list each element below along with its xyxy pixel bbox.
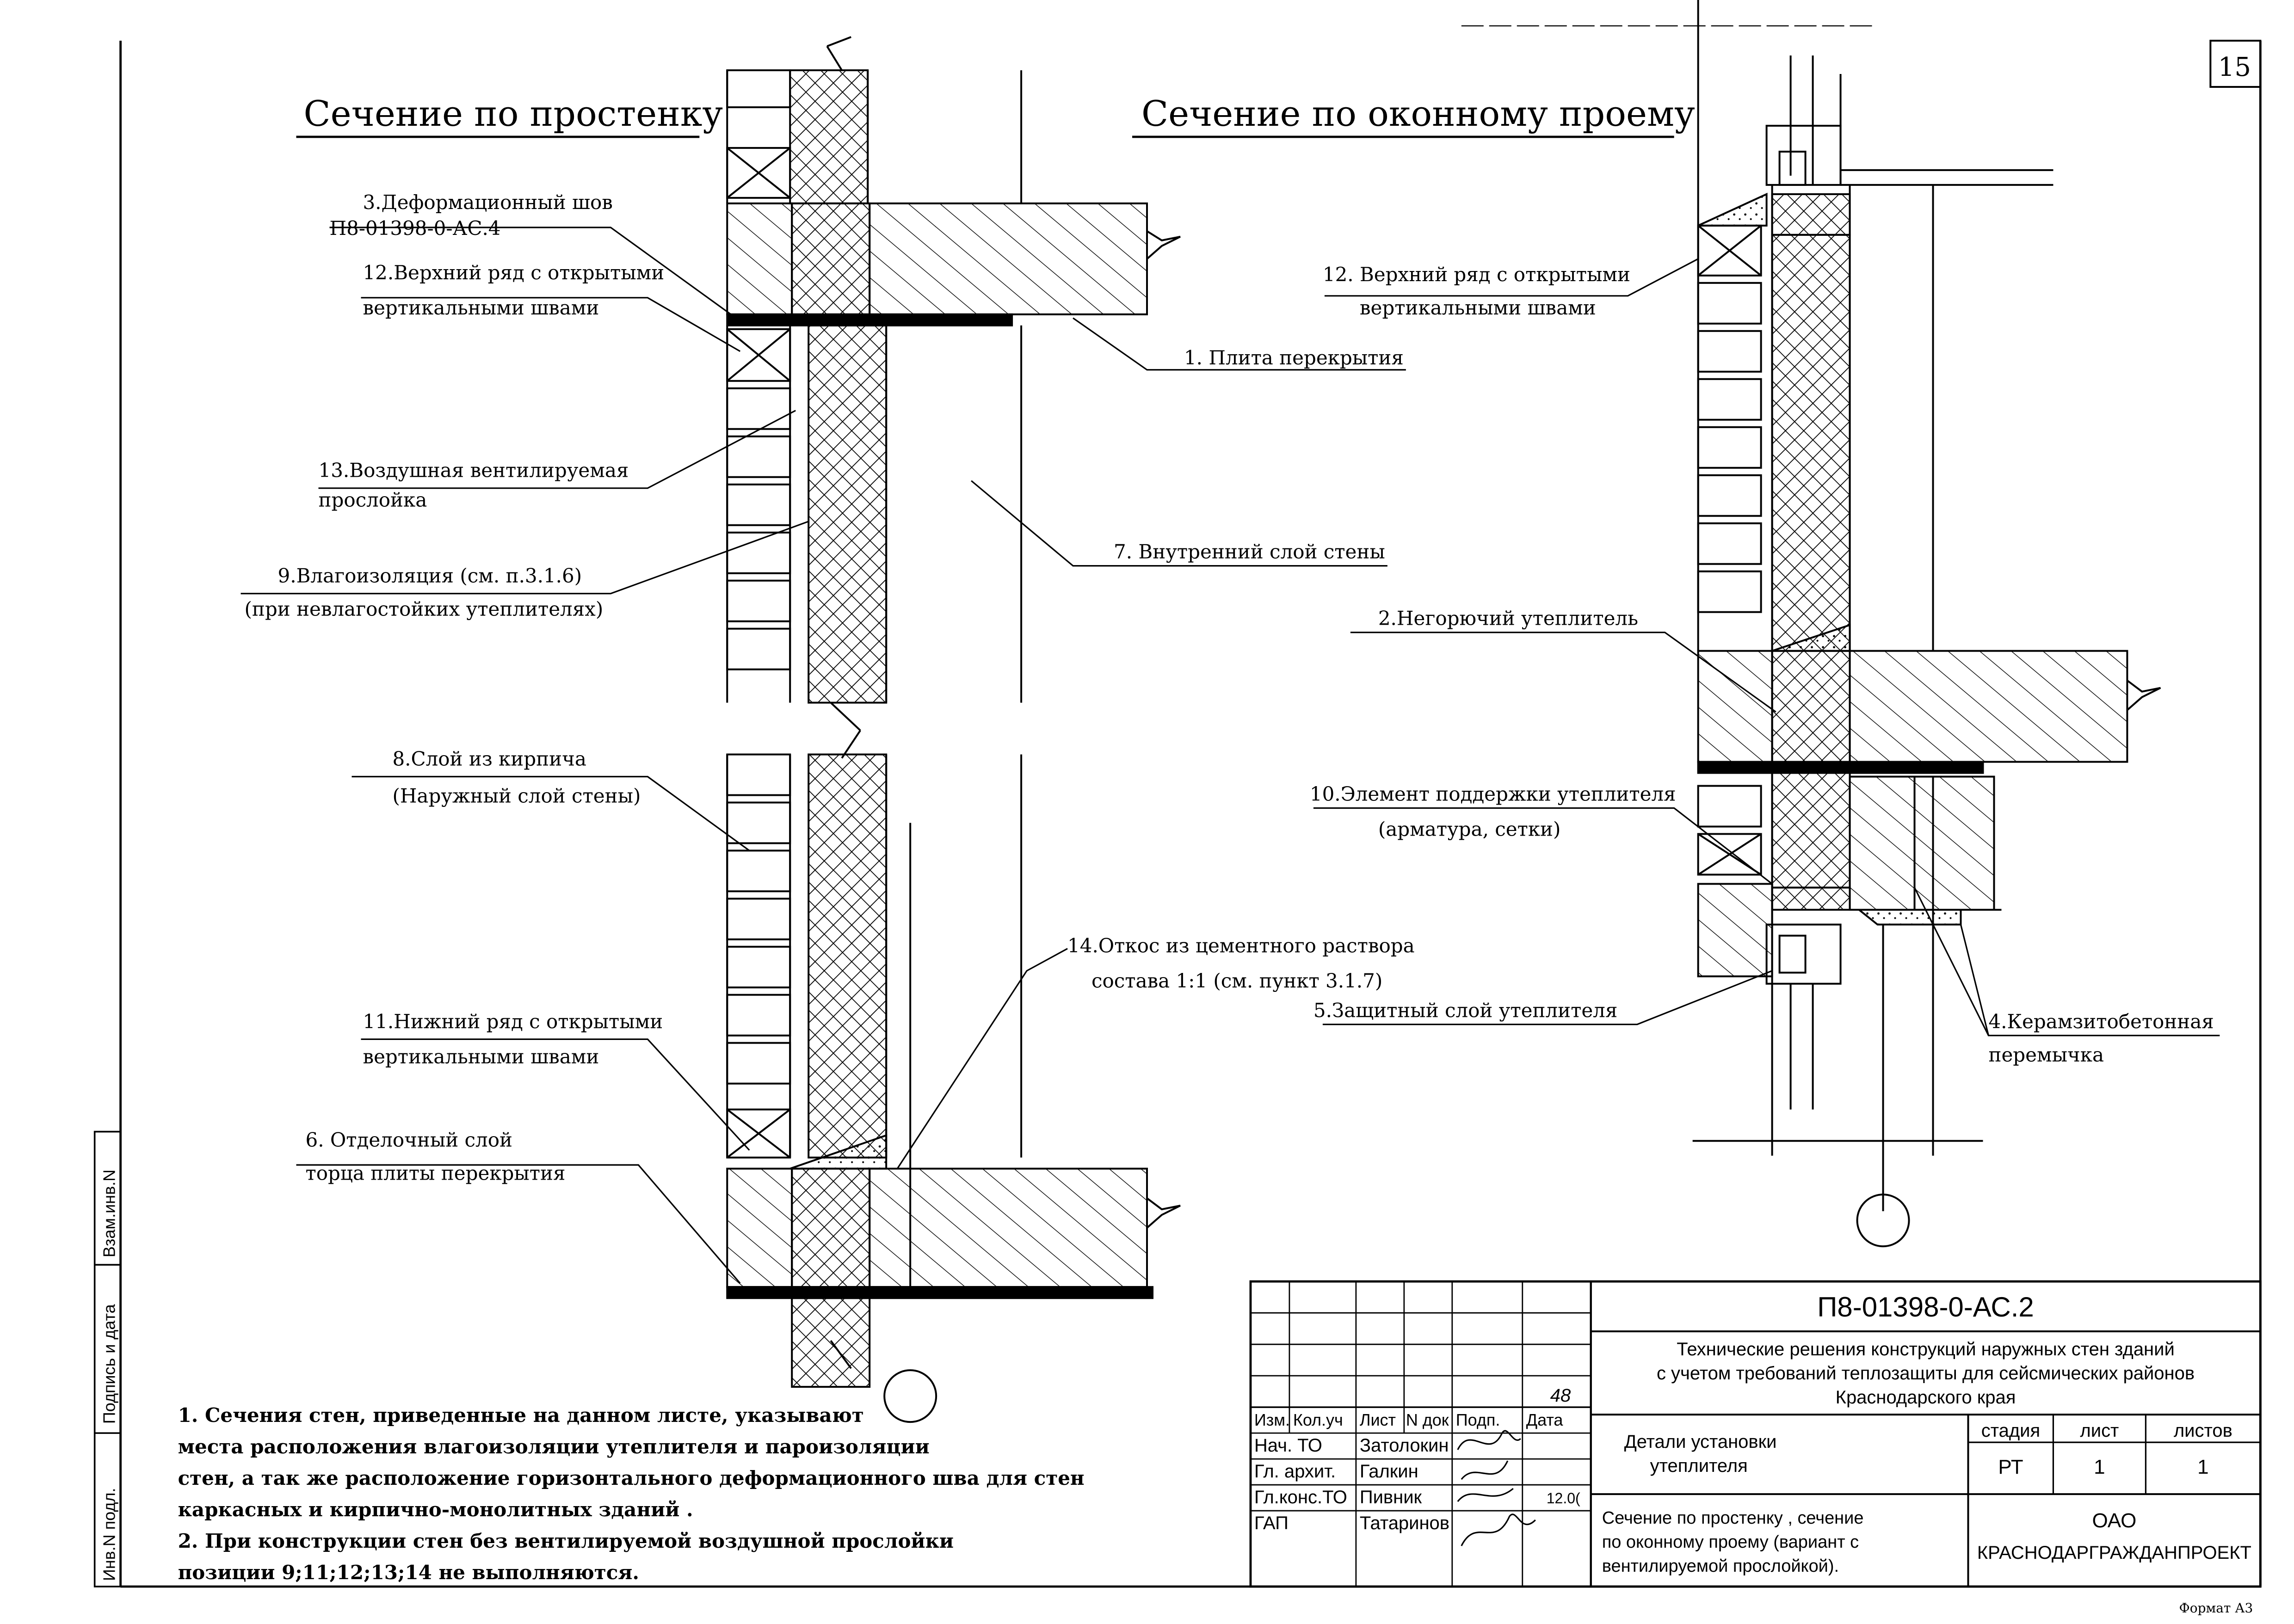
callout-3-line2: П8-01398-0-АС.4	[330, 217, 501, 240]
callout-11-line1: 11.Нижний ряд с открытыми	[363, 1010, 663, 1033]
callout-7: 7. Внутренний слой стены	[1114, 541, 1385, 563]
left-leaders	[240, 227, 1406, 1284]
side-stamp	[93, 1131, 122, 1587]
note-line-3: стен, а так же расположение горизонтальн…	[178, 1467, 1085, 1489]
right-leaders	[1313, 258, 2220, 1036]
note-line-4: каркасных и кирпично-монолитных зданий .	[178, 1498, 693, 1521]
drawing-title-line1: Детали установки	[1624, 1432, 1777, 1452]
callout-11-line2: вертикальными швами	[363, 1045, 599, 1068]
header-kol-uch: Кол.уч	[1293, 1410, 1343, 1429]
right-callout-12-line1: 12. Верхний ряд с открытыми	[1323, 263, 1630, 286]
callout-12-line1: 12.Верхний ряд с открытыми	[363, 261, 664, 284]
callout-6-line2: торца плиты перекрытия	[306, 1162, 566, 1184]
sheet-label: лист	[2080, 1421, 2119, 1441]
note-line-5: 2. При конструкции стен без вентилируемо…	[178, 1530, 954, 1552]
callout-10-line1: 10.Элемент поддержки утеплителя	[1310, 783, 1676, 806]
callout-1: 1. Плита перекрытия	[1184, 346, 1404, 369]
note-line-6: позиции 9;11;12;13;14 не выполняются.	[178, 1561, 639, 1584]
sheet-desc-line3: вентилируемой прослойкой).	[1602, 1556, 1839, 1576]
callout-13-line2: прослойка	[319, 489, 427, 511]
left-wall-section	[726, 36, 1181, 1423]
title-block-grid	[1249, 1280, 2262, 1588]
callout-4-line2: перемычка	[1988, 1043, 2104, 1066]
side-stamp-inv-podl: Инв.N подл.	[100, 1488, 119, 1581]
callout-12-line2: вертикальными швами	[363, 296, 599, 319]
staff-role-0: Нач. ТО	[1254, 1435, 1322, 1456]
stage-label: стадия	[1981, 1421, 2040, 1441]
sheet-value: 1	[2094, 1456, 2105, 1478]
note-line-1: 1. Сечения стен, приведенные на данном л…	[178, 1404, 864, 1427]
staff-name-1: Галкин	[1360, 1461, 1418, 1482]
project-title-line2: с учетом требований теплозащиты для сейс…	[1657, 1363, 2195, 1384]
staff-role-2: Гл.конс.ТО	[1254, 1487, 1347, 1507]
note-line-2: места расположения влагоизоляции утеплит…	[178, 1435, 930, 1458]
handwritten-number: 48	[1550, 1385, 1571, 1406]
callout-9-line2: (при невлагостойких утеплителях)	[245, 598, 604, 621]
signatures	[1457, 1430, 1536, 1546]
side-stamp-podpis: Подпись и дата	[100, 1304, 119, 1424]
staff-name-2: Пивник	[1360, 1487, 1422, 1507]
doc-code: П8-01398-0-АС.2	[1817, 1292, 2034, 1323]
callout-14-line2: состава 1:1 (см. пункт 3.1.7)	[1092, 969, 1382, 992]
sheet-number: 15	[2218, 52, 2251, 82]
stage-value: РТ	[1998, 1456, 2023, 1478]
org-line2: КРАСНОДАРГРАЖДАНПРОЕКТ	[1977, 1543, 2251, 1563]
callout-4-line1: 4.Керамзитобетонная	[1988, 1010, 2214, 1033]
sheets-value: 1	[2197, 1456, 2208, 1478]
project-title-line1: Технические решения конструкций наружных…	[1677, 1339, 2175, 1359]
callout-6-line1: 6. Отделочный слой	[306, 1128, 512, 1151]
staff-date-2: 12.0(	[1547, 1490, 1580, 1507]
drawing-title-line2: утеплителя	[1650, 1456, 1748, 1476]
callout-10-line2: (арматура, сетки)	[1378, 818, 1561, 840]
callout-5: 5.Защитный слой утеплителя	[1314, 999, 1617, 1021]
project-title-line3: Краснодарского края	[1836, 1387, 2016, 1408]
staff-name-0: Затолокин	[1360, 1435, 1449, 1456]
org-line1: ОАО	[2092, 1509, 2137, 1532]
header-data: Дата	[1526, 1410, 1563, 1429]
header-n-dok: N док	[1406, 1410, 1449, 1429]
side-stamp-vzam: Взам.инв.N	[100, 1169, 119, 1257]
left-section-title: Сечение по простенку	[304, 93, 723, 134]
sheet-desc-line1: Сечение по простенку , сечение	[1602, 1508, 1864, 1528]
callout-2: 2.Негорючий утеплитель	[1378, 607, 1638, 630]
callout-8-line1: 8.Слой из кирпича	[392, 748, 586, 770]
callout-8-line2: (Наружный слой стены)	[392, 785, 641, 807]
callout-13-line1: 13.Воздушная вентилируемая	[319, 459, 629, 482]
staff-role-1: Гл. архит.	[1254, 1461, 1336, 1482]
staff-name-3: Татаринов	[1360, 1513, 1449, 1533]
right-section-title: Сечение по оконному проему	[1141, 93, 1695, 134]
format-label: Формат А3	[2179, 1600, 2253, 1616]
sheet-desc-line2: по оконному проему (вариант с	[1602, 1532, 1859, 1552]
right-wall-section	[1692, 0, 2161, 1248]
header-podp: Подп.	[1456, 1410, 1500, 1429]
sheets-label: листов	[2174, 1421, 2232, 1441]
callout-3-line1: 3.Деформационный шов	[363, 191, 612, 214]
callout-14-line1: 14.Откос из цементного раствора	[1067, 934, 1415, 957]
staff-role-3: ГАП	[1254, 1513, 1289, 1533]
callout-9-line1: 9.Влагоизоляция (см. п.3.1.6)	[278, 565, 582, 587]
right-callout-12-line2: вертикальными швами	[1360, 296, 1596, 319]
header-izm: Изм.	[1254, 1410, 1290, 1429]
header-list: Лист	[1360, 1410, 1396, 1429]
